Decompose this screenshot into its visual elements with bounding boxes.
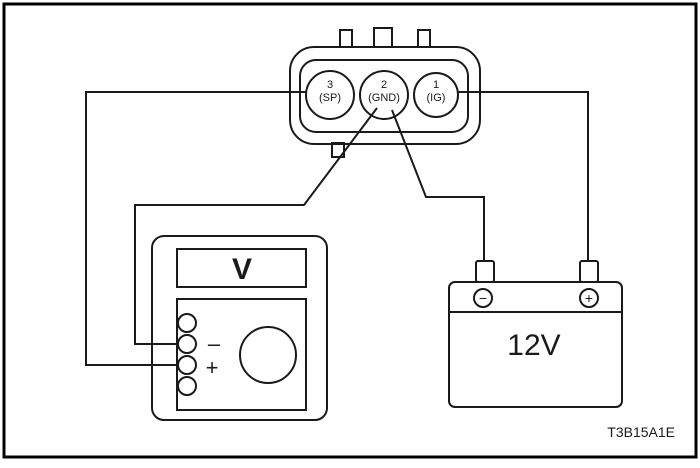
wires [85, 91, 589, 366]
voltmeter-jack-1 [177, 313, 197, 333]
battery-negative-sign: − [479, 290, 487, 306]
pin-1-socket [413, 72, 459, 118]
connector-tab-left [339, 29, 353, 48]
battery-positive-sign: + [585, 290, 593, 306]
pin-2-socket [359, 70, 409, 120]
battery-voltage: 12V [507, 329, 560, 362]
battery-body [448, 281, 623, 408]
connector-tab-center [373, 27, 393, 48]
voltmeter-jack-4 [177, 376, 197, 396]
pin-1-number: 1 [433, 79, 439, 91]
voltmeter-body [151, 235, 328, 421]
connector-tab-right [417, 29, 431, 48]
connector-housing [289, 46, 481, 145]
voltmeter-panel [176, 298, 307, 411]
figure-frame [2, 2, 698, 459]
voltmeter-display [176, 248, 307, 288]
voltmeter-plus-label: + [206, 355, 219, 380]
battery-negative-badge [473, 288, 493, 308]
battery-positive-badge [579, 288, 599, 308]
wire-ig-to-battery-plus [458, 91, 589, 261]
figure-code: T3B15A1E [607, 424, 675, 440]
pin-3-name: (SP) [319, 92, 341, 104]
wire-gnd-to-meter-minus [134, 107, 378, 345]
voltmeter-dial [239, 326, 297, 384]
pin-2-number: 2 [381, 79, 387, 91]
voltmeter-display-text: V [232, 253, 252, 286]
pin-1-name: (IG) [427, 92, 446, 104]
connector-inner [299, 59, 469, 133]
pin-3-socket [305, 70, 355, 120]
connector [289, 27, 481, 158]
pin-2-name: (GND) [368, 92, 400, 104]
voltmeter-minus-label: – [208, 331, 221, 356]
pin-3-number: 3 [327, 79, 333, 91]
voltmeter [151, 235, 328, 421]
wire-sp-to-meter-plus [85, 91, 306, 366]
connector-latch [331, 142, 345, 158]
wire-gnd-to-battery-minus [391, 109, 485, 261]
